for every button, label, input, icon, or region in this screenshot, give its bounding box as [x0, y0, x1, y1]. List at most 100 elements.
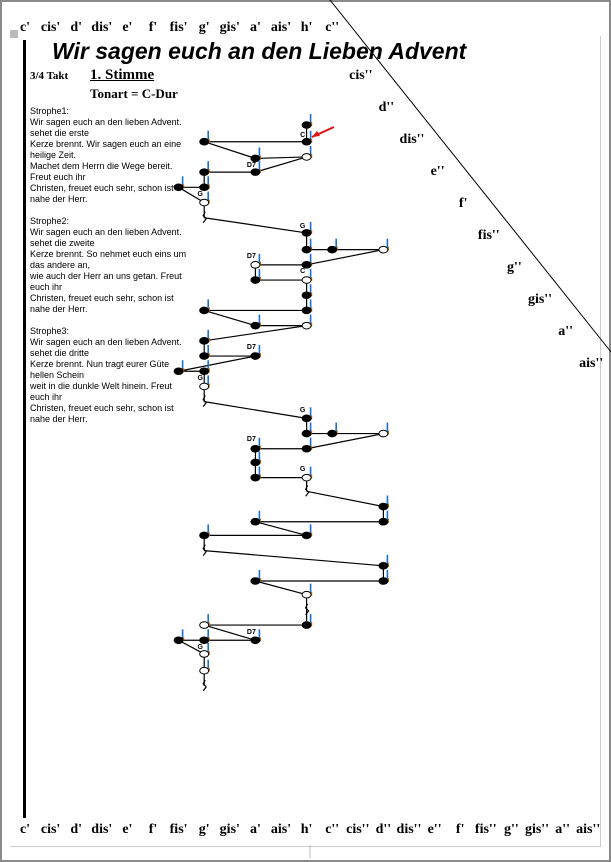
open-note	[199, 382, 210, 391]
verse-line: Wir sagen euch an den lieben Advent. seh…	[30, 227, 182, 248]
song-title: Wir sagen euch an den Lieben Advent	[52, 38, 467, 64]
pitch-label-bottom: gis'	[219, 822, 240, 837]
pitch-label-bottom: c''	[325, 822, 340, 837]
pitch-label-diagonal: d''	[378, 100, 395, 115]
filled-note	[250, 276, 261, 284]
pitch-label-bottom: ais''	[576, 822, 601, 837]
melody-connector	[255, 580, 307, 596]
melody-connector	[178, 186, 205, 204]
melody-connector	[204, 624, 256, 641]
page-margin	[10, 36, 601, 847]
pitch-label-bottom: c'	[19, 822, 31, 837]
filled-note	[199, 636, 210, 645]
pitch-label-top: a'	[249, 20, 261, 35]
filled-note	[301, 444, 312, 453]
open-note	[199, 621, 210, 629]
filled-note	[301, 429, 312, 438]
pitch-label-top: gis'	[219, 20, 240, 35]
pitch-label-bottom: g'	[198, 822, 210, 837]
rest-icon	[304, 485, 310, 497]
filled-note	[378, 562, 389, 570]
verse-line: Machet dem Herrn die Wege bereit. Freut …	[30, 161, 173, 182]
open-note	[301, 473, 312, 482]
rest-icon	[202, 679, 207, 692]
open-note	[301, 153, 312, 161]
filled-note	[301, 229, 312, 237]
filled-note	[378, 502, 389, 511]
lyrics: Strophe1:Wir sagen euch an den lieben Ad…	[30, 106, 190, 436]
pitch-label-top: c''	[325, 20, 340, 35]
filled-note	[301, 121, 312, 129]
open-note	[378, 245, 389, 254]
pitch-label-bottom: a'	[249, 822, 261, 837]
pitch-label-bottom: g''	[504, 822, 519, 837]
pitch-label-top: h'	[300, 20, 313, 35]
pitch-label-diagonal: g''	[507, 260, 522, 275]
chord-label: G	[299, 466, 306, 474]
filled-note	[378, 577, 389, 585]
filled-note	[199, 531, 210, 540]
verse-line: Christen, freuet euch sehr, schon ist na…	[30, 403, 174, 424]
pitch-label-top: cis'	[40, 20, 61, 35]
pitch-label-bottom: dis''	[396, 822, 422, 837]
pitch-label-diagonal: dis''	[399, 132, 425, 147]
pitch-label-diagonal: e''	[430, 164, 445, 179]
verse-line: Wir sagen euch an den lieben Advent. seh…	[30, 117, 182, 138]
chord-label: G	[197, 190, 203, 198]
verse: Strophe1:Wir sagen euch an den lieben Ad…	[30, 106, 190, 205]
filled-note	[173, 636, 184, 645]
time-signature: 3/4 Takt	[30, 70, 69, 82]
pitch-label-diagonal: f'	[458, 196, 468, 211]
pitch-label-bottom: ais'	[270, 822, 292, 837]
chord-label: G	[299, 406, 306, 414]
verse-line: Christen, freuet euch sehr, schon ist na…	[30, 183, 174, 204]
pitch-label-top: c'	[19, 20, 31, 35]
margin-corner-marker	[10, 30, 18, 38]
melody-connector	[204, 401, 307, 419]
pitch-label-bottom: a''	[555, 822, 570, 837]
chord-label: G	[197, 643, 203, 651]
pitch-label-diagonal: fis''	[477, 228, 500, 243]
filled-note	[250, 458, 261, 467]
verse: Strophe2:Wir sagen euch an den lieben Ad…	[30, 216, 190, 315]
melody-connector	[204, 550, 384, 567]
filled-note	[301, 531, 312, 540]
key-label: Tonart = C-Dur	[90, 86, 178, 101]
melody-connector	[204, 309, 256, 327]
chord-label: C	[300, 268, 306, 276]
filled-note	[378, 517, 389, 526]
filled-note	[250, 154, 261, 163]
verse-line: Christen, freuet euch sehr, schon ist na…	[30, 293, 174, 314]
filled-note	[250, 444, 261, 453]
open-note	[199, 666, 210, 675]
filled-note	[250, 577, 261, 585]
open-note	[301, 321, 312, 330]
pitch-label-bottom: dis'	[91, 822, 113, 837]
filled-note	[173, 183, 184, 192]
chord-label: D7	[246, 253, 256, 261]
open-note	[199, 650, 210, 658]
filled-note	[250, 517, 261, 526]
filled-note	[301, 245, 312, 254]
filled-note	[301, 291, 312, 300]
verse-line: Kerze brennt. Nun tragt eurer Güte helle…	[30, 359, 170, 380]
filled-note	[301, 261, 312, 269]
melody-connector	[204, 217, 307, 234]
chord-label: D7	[246, 435, 256, 443]
pitch-label-diagonal: ais''	[579, 356, 604, 371]
pitch-label-diagonal: a''	[558, 324, 573, 339]
filled-note	[250, 168, 261, 176]
filled-note	[199, 367, 210, 376]
melody-connector	[306, 490, 384, 508]
verse-line: Kerze brennt. Wir sagen euch an eine hei…	[30, 139, 182, 160]
open-note	[378, 429, 389, 438]
melody-connector	[306, 249, 384, 266]
pitch-label-top: d'	[70, 20, 83, 35]
pitch-label-bottom: d''	[375, 822, 392, 837]
rest-icon	[202, 544, 207, 556]
open-note	[301, 276, 312, 284]
filled-note	[250, 636, 261, 645]
verse-line: Kerze brennt. So nehmet euch eins um das…	[30, 249, 187, 270]
red-arrow-head-icon	[312, 131, 320, 137]
chord-label: G	[197, 374, 203, 382]
